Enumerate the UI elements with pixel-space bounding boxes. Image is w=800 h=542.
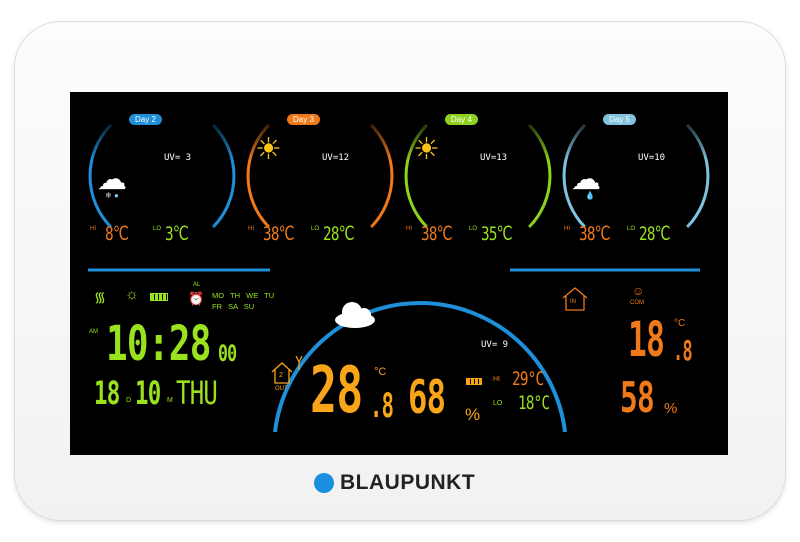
lo-label: LO [153, 226, 162, 232]
lo-temp: 3℃ [165, 223, 189, 245]
brand-name: BLAUPUNKT [340, 471, 476, 494]
lo-temp: 28℃ [323, 223, 355, 245]
month-unit: M [167, 397, 173, 404]
indoor-temp-unit: °C [674, 318, 686, 329]
outdoor-humidity: 68 [408, 370, 446, 424]
hi-label: HI [406, 226, 412, 232]
indoor-label: IN [570, 299, 576, 305]
hi-label: HI [564, 226, 570, 232]
alarm-label: AL [193, 282, 201, 288]
day-badge: Day 4 [445, 114, 478, 125]
outdoor-uv: UV= 9 [481, 340, 509, 350]
outdoor-temp-decimal: .8 [370, 386, 394, 426]
screen-graphics [88, 123, 710, 433]
lo-temp: 35℃ [481, 223, 513, 245]
weekdays-row1: MO TH WE TU [212, 291, 275, 300]
forecast-arc [370, 123, 394, 229]
outdoor-lo-label: LO [493, 400, 503, 407]
indoor-humidity-unit: % [664, 400, 678, 417]
alarm-clock-icon: ⏰ [188, 291, 205, 306]
sun-sync-icon: ☼ [125, 286, 139, 303]
sensor-battery-icon [466, 378, 482, 385]
battery-icon [150, 293, 168, 301]
day-badge: Day 2 [129, 114, 162, 125]
indoor-temp: 18 [628, 312, 665, 368]
lo-label: LO [311, 226, 320, 232]
hi-temp: 38℃ [421, 223, 453, 245]
outdoor-arc [273, 301, 567, 433]
outdoor-humidity-unit: % [465, 405, 481, 424]
outdoor-house-icon [271, 362, 293, 384]
brand-logo: BLAUPUNKT [314, 471, 475, 495]
outdoor-channel: 2 [279, 372, 283, 379]
weekday: THU [176, 374, 218, 412]
indoor-temp-decimal: .8 [673, 334, 693, 367]
cloud-icon [335, 302, 375, 328]
snow-rain-cloud-icon: ☁❄ ● [97, 163, 127, 200]
date-month: 10 [135, 374, 161, 412]
sun-icon: ☀ [413, 133, 440, 166]
lo-label: LO [627, 226, 636, 232]
sun-icon: ☀ [255, 133, 282, 166]
indoor-humidity: 58 [620, 373, 655, 422]
outdoor-label: OUT [275, 386, 288, 392]
rain-cloud-icon: ☁💧 [571, 163, 601, 200]
lo-temp: 28℃ [639, 223, 671, 245]
outdoor-hi-label: HI [493, 376, 500, 383]
smiley-comfort-icon: ☺ [632, 284, 645, 298]
hi-label: HI [90, 226, 96, 232]
forecast-arc [212, 123, 236, 229]
uv-index: UV= 3 [164, 153, 192, 163]
date-day: 18 [94, 374, 120, 412]
clock-time: 10:28 [106, 316, 211, 372]
comfort-label: COM [630, 300, 644, 306]
day-unit: D [126, 397, 132, 404]
forecast-arc [528, 123, 552, 229]
forecast-arc [686, 123, 710, 229]
clock-seconds: 00 [218, 342, 237, 367]
ampm-indicator: AM [89, 329, 98, 335]
hi-temp: 8℃ [105, 223, 129, 245]
forecast-arc [88, 123, 112, 229]
day-badge: Day 3 [287, 114, 320, 125]
outdoor-lo: 18°C [518, 392, 550, 414]
hi-temp: 38℃ [263, 223, 295, 245]
outdoor-hi: 29°C [512, 368, 544, 390]
hi-temp: 38℃ [579, 223, 611, 245]
lcd-screen: Day 2 ☁❄ ● UV= 3 HI 8℃ LO 3℃ Day 3 ☀ UV=1… [70, 92, 728, 455]
indoor-house-icon [562, 287, 588, 311]
uv-index: UV=13 [480, 153, 508, 163]
antenna-icon [295, 355, 303, 370]
uv-index: UV=12 [322, 153, 350, 163]
logo-dot-icon [314, 473, 334, 493]
wifi-icon: ᯾ [94, 289, 106, 305]
outdoor-temp: 28 [310, 354, 363, 428]
forecast-arc [246, 123, 270, 229]
lo-label: LO [469, 226, 478, 232]
uv-index: UV=10 [638, 153, 666, 163]
weekdays-row2: FR SA SU [212, 302, 255, 311]
forecast-arc [404, 123, 428, 229]
day-badge: Day 5 [603, 114, 636, 125]
forecast-arc [562, 123, 586, 229]
hi-label: HI [248, 226, 254, 232]
outdoor-temp-unit: °C [374, 366, 387, 378]
